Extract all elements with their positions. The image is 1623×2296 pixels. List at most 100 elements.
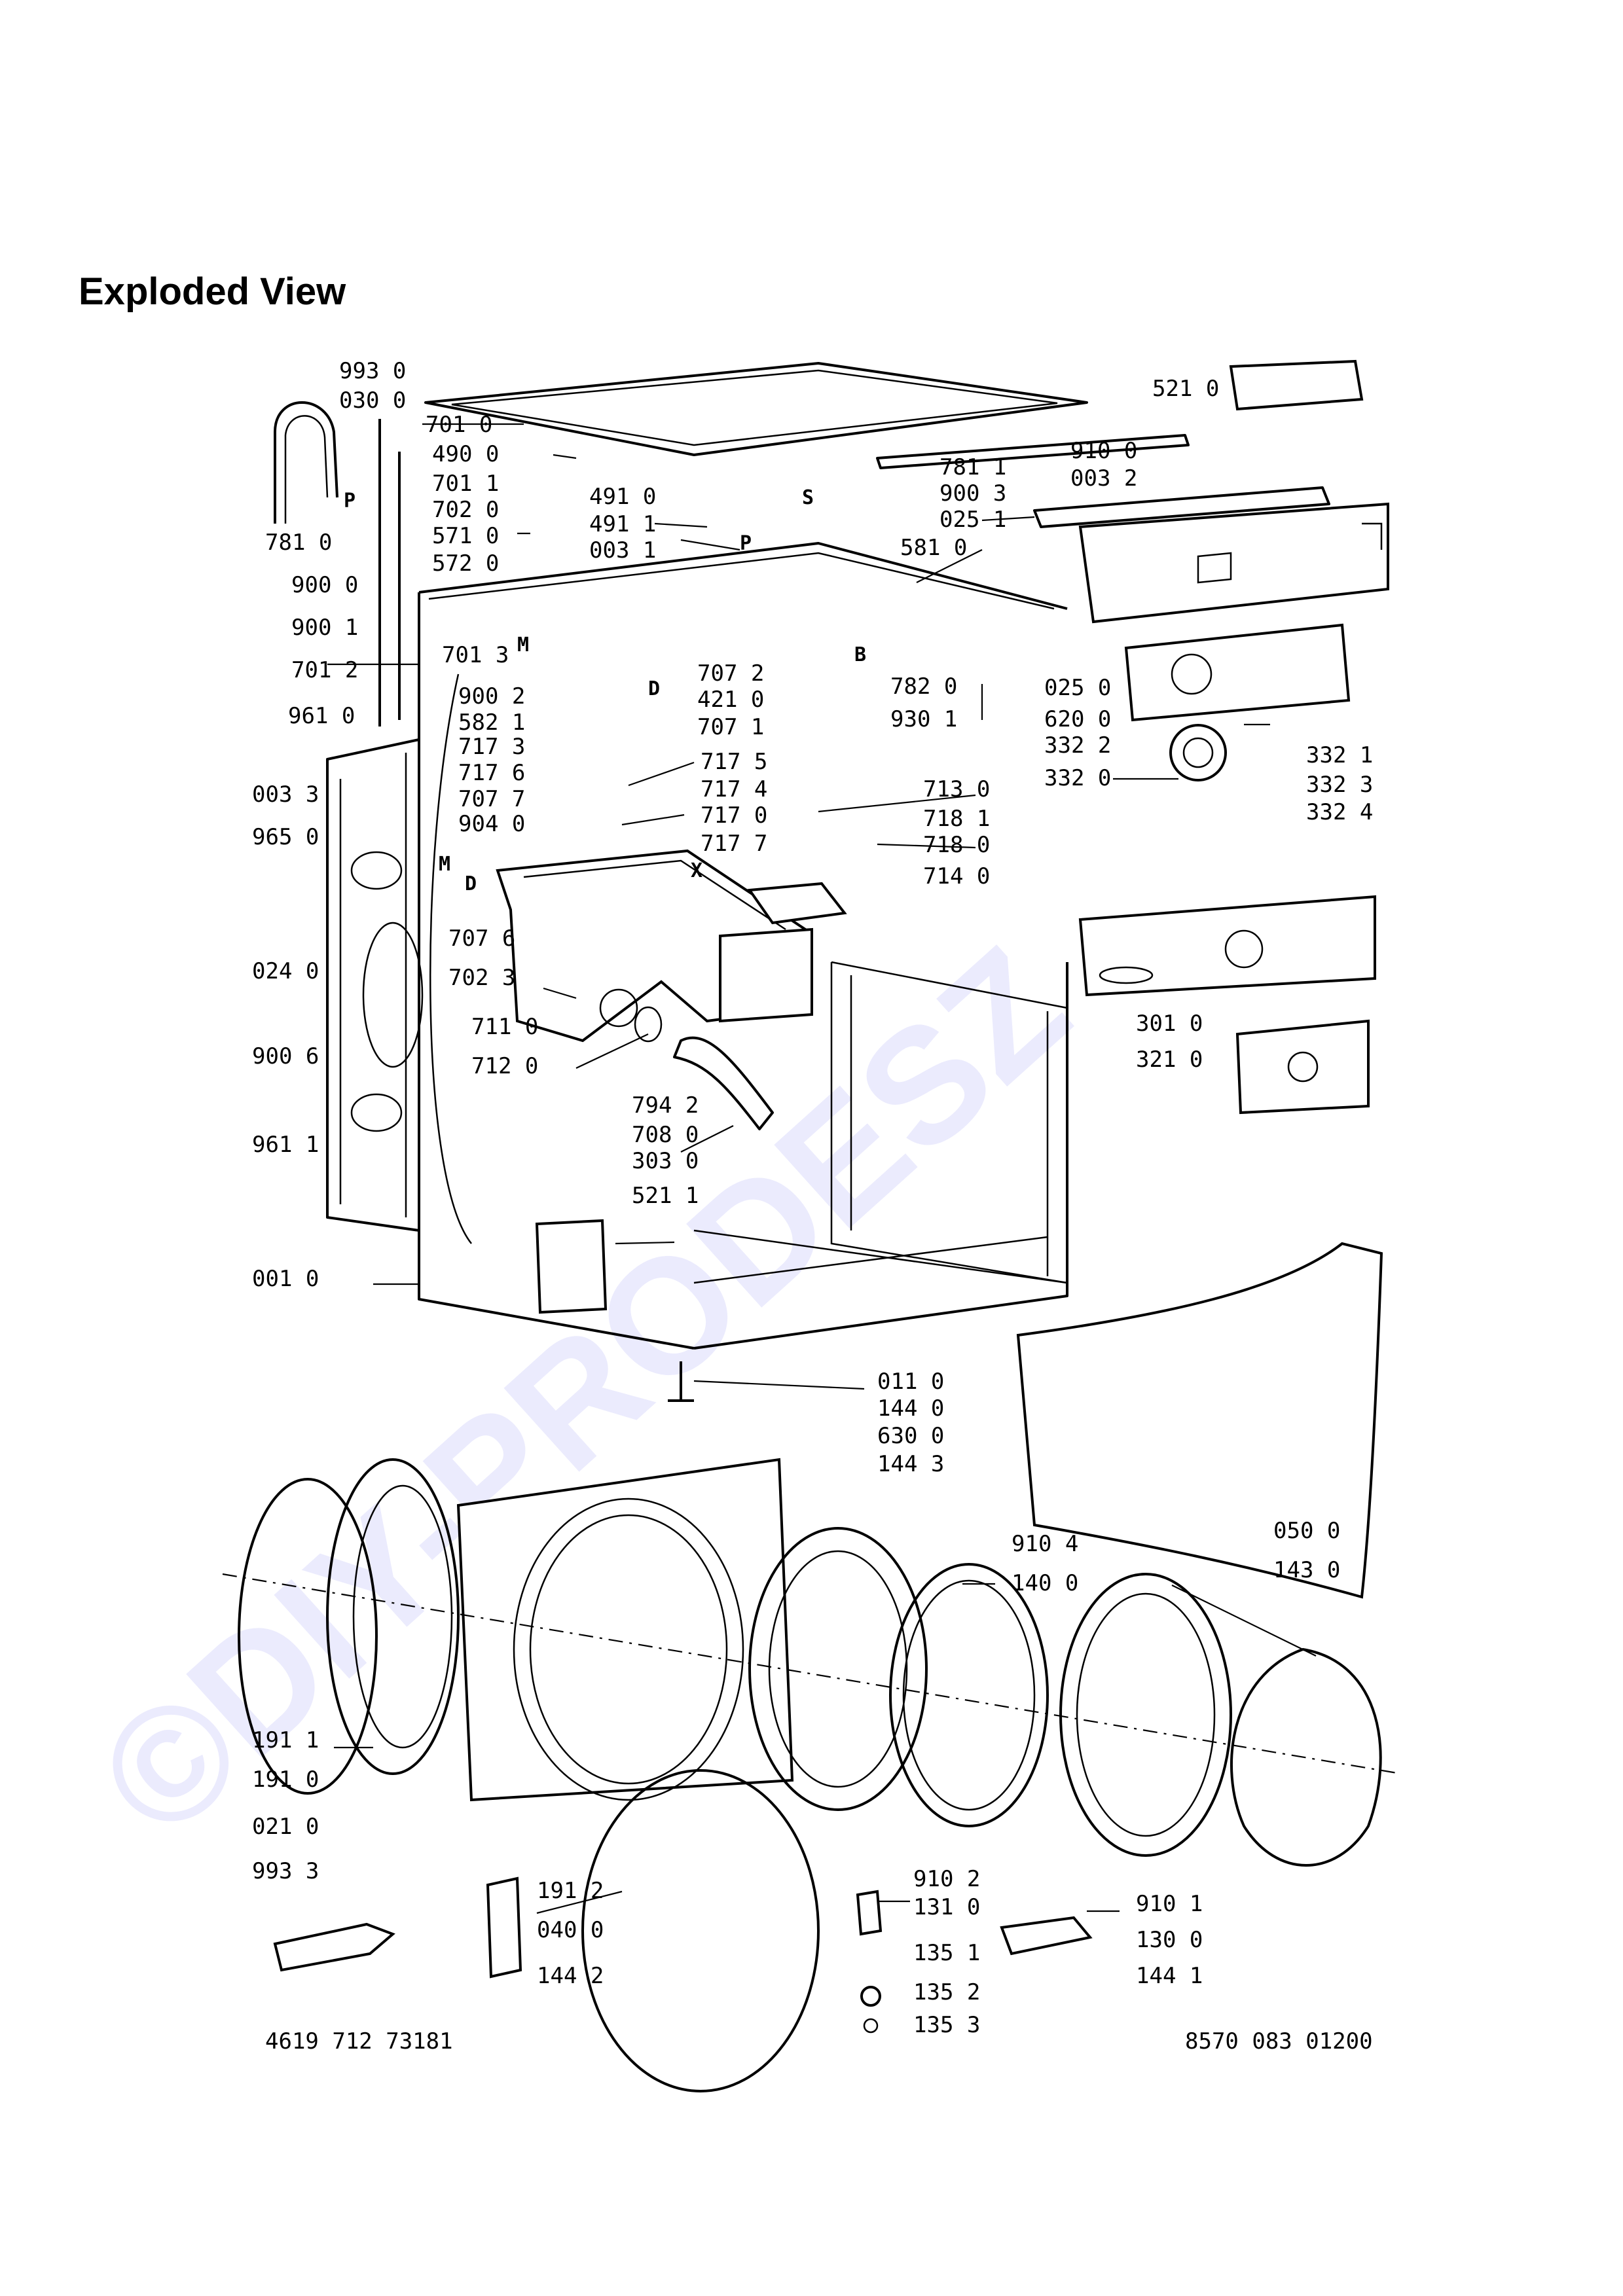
callout: 135 3 bbox=[913, 2012, 980, 2038]
callout: 001 0 bbox=[252, 1266, 319, 1292]
callout: 717 7 bbox=[701, 831, 767, 857]
callout: 707 6 bbox=[448, 925, 515, 952]
callout: 024 0 bbox=[252, 958, 319, 984]
callout: 521 0 bbox=[1152, 376, 1219, 402]
spanner-tool-part bbox=[273, 1922, 395, 1972]
callout: 620 0 bbox=[1044, 706, 1111, 732]
callout: 321 0 bbox=[1136, 1047, 1203, 1073]
callout: 717 4 bbox=[701, 776, 767, 802]
callout: 050 0 bbox=[1273, 1518, 1340, 1544]
callout: 303 0 bbox=[632, 1148, 699, 1174]
callout: 900 6 bbox=[252, 1043, 319, 1069]
callout: 135 1 bbox=[913, 1940, 980, 1966]
callout: 904 0 bbox=[458, 811, 525, 837]
callout: 701 2 bbox=[291, 657, 358, 683]
callout: 701 1 bbox=[432, 471, 499, 497]
callout: 900 0 bbox=[291, 572, 358, 598]
callout: 717 3 bbox=[458, 734, 525, 760]
door-frame-part bbox=[1059, 1573, 1232, 1857]
callout: 781 1 bbox=[939, 454, 1006, 480]
callout: 900 1 bbox=[291, 615, 358, 641]
marker-m-2: M bbox=[439, 853, 450, 876]
callout: 003 3 bbox=[252, 781, 319, 808]
callout: 332 3 bbox=[1306, 772, 1373, 798]
callout: 714 0 bbox=[923, 863, 990, 889]
callout: 930 1 bbox=[890, 706, 957, 732]
footer-right-code: 8570 083 01200 bbox=[1185, 2028, 1373, 2054]
callout: 025 0 bbox=[1044, 675, 1111, 701]
control-panel-frame-part bbox=[1078, 502, 1389, 624]
callout: 490 0 bbox=[432, 441, 499, 467]
callout: 711 0 bbox=[471, 1014, 538, 1040]
callout: 011 0 bbox=[877, 1369, 944, 1395]
callout: 993 3 bbox=[252, 1858, 319, 1884]
callout: 582 1 bbox=[458, 709, 525, 736]
callout: 718 0 bbox=[923, 832, 990, 858]
callout: 144 0 bbox=[877, 1395, 944, 1422]
callout: 961 1 bbox=[252, 1132, 319, 1158]
page-title: Exploded View bbox=[79, 270, 346, 313]
marker-b: B bbox=[854, 643, 866, 666]
callout: 332 0 bbox=[1044, 765, 1111, 791]
callout: 993 0 bbox=[339, 358, 406, 384]
callout: 717 6 bbox=[458, 760, 525, 786]
hinge-part bbox=[486, 1876, 522, 1979]
callout: 332 4 bbox=[1306, 799, 1373, 825]
callout-labels: 993 0 030 0 701 0 490 0 701 1 702 0 571 … bbox=[252, 358, 1373, 2038]
door-gasket-part bbox=[581, 1769, 820, 2092]
callout: 301 0 bbox=[1136, 1011, 1203, 1037]
lower-front-panel-part bbox=[1016, 1242, 1383, 1599]
callout: 021 0 bbox=[252, 1814, 319, 1840]
callout: 191 1 bbox=[252, 1727, 319, 1753]
callout: 040 0 bbox=[537, 1917, 604, 1943]
callout: 910 4 bbox=[1012, 1531, 1078, 1557]
callout: 144 1 bbox=[1136, 1963, 1203, 1989]
callout: 143 0 bbox=[1273, 1557, 1340, 1583]
callout: 910 2 bbox=[913, 1866, 980, 1892]
callout: 144 2 bbox=[537, 1963, 604, 1989]
callout: 794 2 bbox=[632, 1092, 699, 1119]
callout: 421 0 bbox=[697, 687, 764, 713]
callout: 003 1 bbox=[589, 537, 656, 564]
door-rear-cover-part bbox=[238, 1478, 378, 1795]
callout: 712 0 bbox=[471, 1053, 538, 1079]
callout: 332 1 bbox=[1306, 742, 1373, 768]
callout: 521 1 bbox=[632, 1183, 699, 1209]
door-outer-cover-part bbox=[1230, 1647, 1382, 1867]
callout: 718 1 bbox=[923, 806, 990, 832]
door-glass-part bbox=[889, 1563, 1049, 1827]
callout: 491 1 bbox=[589, 511, 656, 537]
callout: 701 3 bbox=[442, 642, 509, 668]
callout: 191 0 bbox=[252, 1767, 319, 1793]
marker-m-1: M bbox=[517, 634, 529, 656]
drain-hose-part bbox=[274, 401, 338, 524]
callout: 717 0 bbox=[701, 802, 767, 829]
door-ring-part bbox=[748, 1527, 928, 1811]
callout: 707 1 bbox=[697, 714, 764, 740]
marker-p-1: P bbox=[344, 490, 356, 512]
callout: 025 1 bbox=[939, 507, 1006, 533]
callout: 713 0 bbox=[923, 776, 990, 802]
hose-794-part bbox=[673, 1036, 774, 1130]
callout: 781 0 bbox=[265, 529, 332, 556]
callout: 708 0 bbox=[632, 1122, 699, 1148]
callout: 961 0 bbox=[288, 703, 355, 729]
marker-d-2: D bbox=[465, 872, 477, 895]
marker-s: S bbox=[802, 486, 814, 509]
callout: 630 0 bbox=[877, 1423, 944, 1449]
front-panel-part bbox=[456, 1458, 794, 1802]
callout: 332 2 bbox=[1044, 732, 1111, 759]
dispenser-drawer-part bbox=[719, 927, 813, 1023]
callout: 910 1 bbox=[1136, 1891, 1203, 1917]
callout: 707 7 bbox=[458, 786, 525, 812]
callout: 707 2 bbox=[697, 660, 764, 687]
callout: 135 2 bbox=[913, 1979, 980, 2005]
callout: 702 0 bbox=[432, 497, 499, 523]
callout: 581 0 bbox=[900, 535, 967, 561]
callout: 191 2 bbox=[537, 1878, 604, 1904]
callout: 140 0 bbox=[1012, 1570, 1078, 1596]
callout: 003 2 bbox=[1070, 465, 1137, 492]
marker-d-1: D bbox=[648, 677, 660, 700]
callout: 701 0 bbox=[426, 412, 492, 438]
control-fascia-part bbox=[1078, 895, 1376, 997]
